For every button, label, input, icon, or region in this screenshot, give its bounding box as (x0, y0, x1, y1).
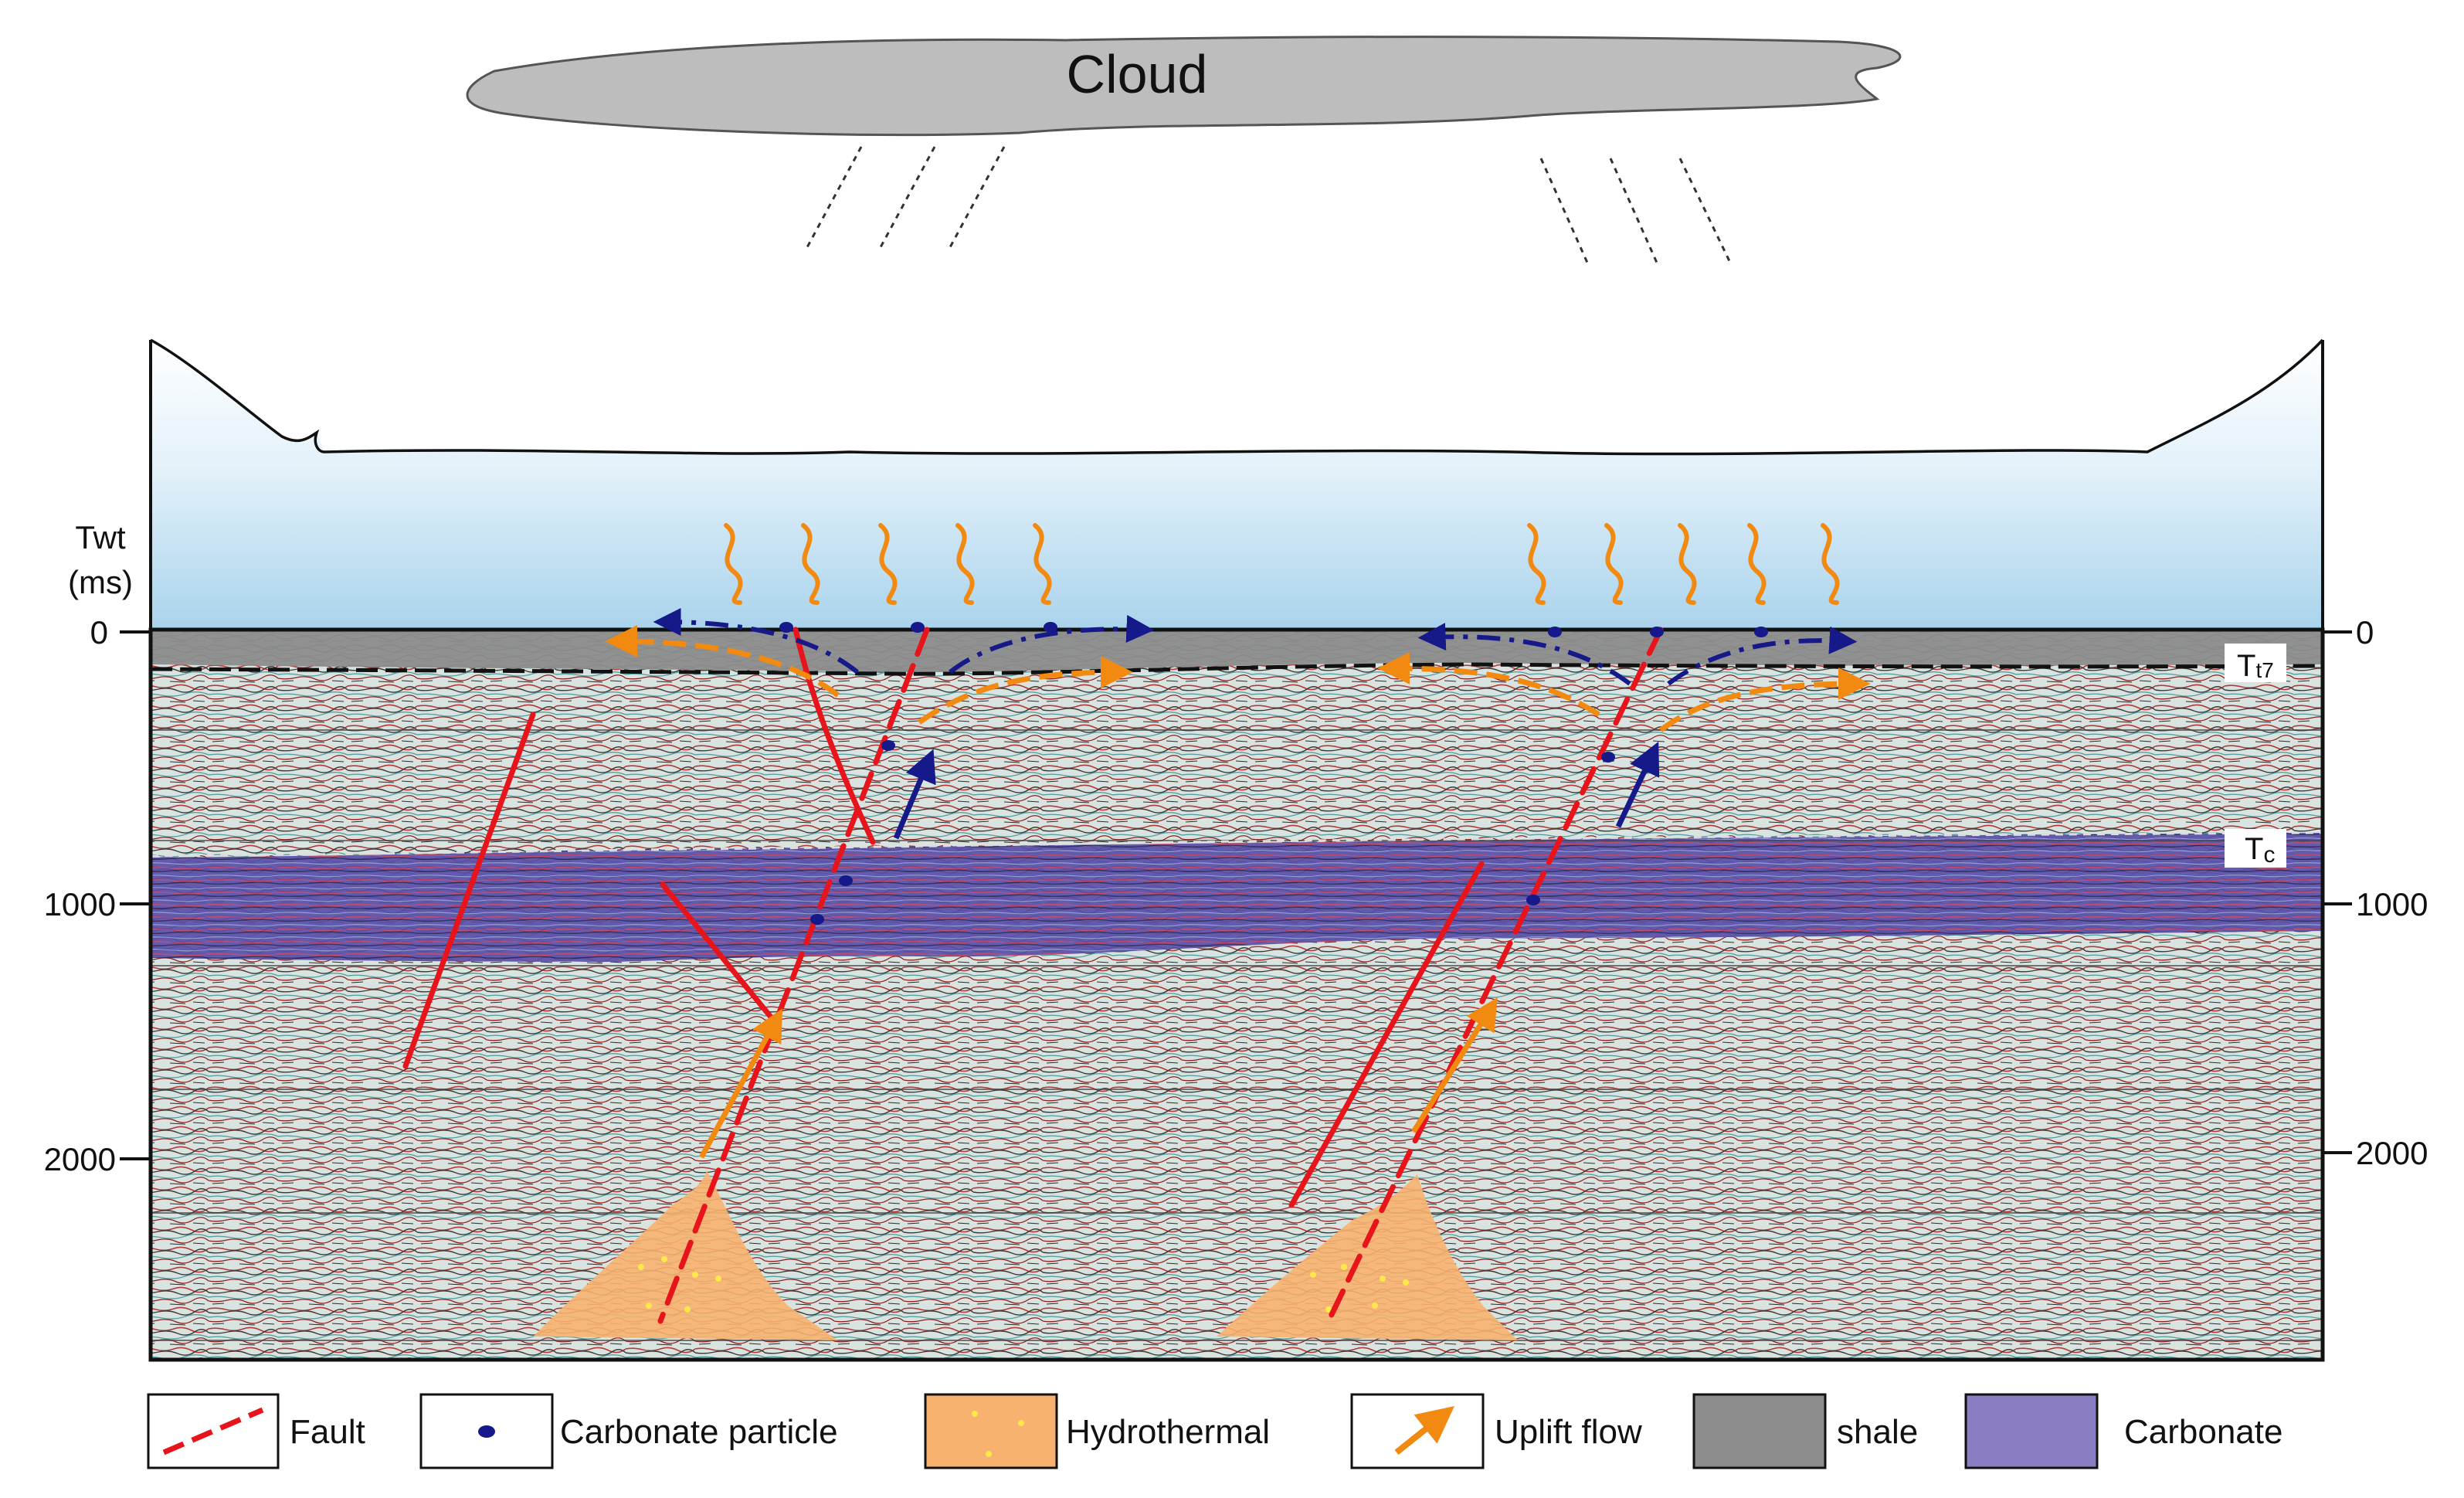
tc-label: Tc (2225, 829, 2286, 868)
heat-squiggles (724, 523, 1840, 605)
hydrothermal-dots (638, 1256, 1409, 1313)
tt7-label-sub: t7 (2255, 658, 2273, 682)
blue-arrow-up-left (893, 749, 936, 840)
tt7-label: Tt7 (2225, 644, 2286, 683)
basin-outline (150, 338, 2324, 456)
hydrothermal-right (1217, 1174, 1518, 1340)
right-tick-0: 0 (2356, 614, 2374, 650)
orange-arrow-right-1 (1377, 652, 1600, 717)
legend-carbonate-particle-label: Carbonate particle (560, 1413, 838, 1451)
fault-left-solid-3 (660, 881, 779, 1027)
left-tick-1000: 1000 (44, 886, 116, 922)
orange-arrow-right-2 (1658, 667, 1871, 732)
seismic-section (151, 630, 2323, 1360)
particle-dispersal-arrows (653, 608, 1858, 686)
orange-arrow-up-left (698, 1008, 783, 1159)
legend-shale: shale (1692, 1393, 1918, 1469)
cloud-label: Cloud (1067, 44, 1208, 104)
tt7-horizon (151, 662, 2323, 676)
svg-text:Tt7: Tt7 (2237, 649, 2274, 683)
svg-text:Tc: Tc (2245, 832, 2275, 868)
legend: Fault Carbonate particle Hydrothermal Up… (147, 1393, 2282, 1469)
orange-arrow-up-right (1411, 997, 1498, 1133)
faults (402, 627, 1664, 1324)
fault-left-solid-1 (402, 712, 536, 1069)
legend-fault: Fault (147, 1393, 365, 1469)
grid-lines (151, 729, 2323, 1341)
water-body (151, 340, 2323, 630)
legend-uplift-flow: Uplift flow (1350, 1393, 1642, 1469)
blue-arrow-right-2 (1667, 626, 1858, 686)
tc-label-main: T (2245, 832, 2263, 866)
time-axis-left: Twt (ms) 0 1000 2000 (44, 519, 151, 1177)
uplift-flow-arrow-symbol (1394, 1406, 1454, 1456)
blue-arrow-right-1 (1417, 623, 1631, 686)
fault-left-solid-2 (792, 627, 876, 845)
left-tick-0: 0 (90, 614, 108, 650)
rain-lines (806, 146, 1732, 263)
blue-arrow-left-1 (653, 608, 859, 674)
orange-arrow-left-2 (917, 656, 1133, 725)
tc-horizon (151, 831, 2323, 858)
legend-carbonate: Carbonate (1964, 1393, 2282, 1469)
tc-label-sub: c (2263, 842, 2275, 868)
uplift-flow-arrows (605, 625, 1871, 732)
seismic-background (151, 630, 2323, 1360)
tt7-label-main: T (2237, 649, 2255, 683)
axis-title-line2: (ms) (68, 564, 133, 600)
uplift-flow-rising-arrows (698, 997, 1498, 1159)
blue-arrow-left-2 (949, 615, 1155, 674)
left-tick-2000: 2000 (44, 1141, 116, 1177)
particle-uplift-arrows (893, 741, 1660, 840)
legend-shale-label: shale (1837, 1413, 1918, 1451)
legend-hydrothermal: Hydrothermal (924, 1393, 1270, 1469)
legend-carbonate-particle: Carbonate particle (419, 1393, 838, 1469)
particle-symbol (478, 1425, 495, 1438)
fault-right-dashed (1325, 627, 1664, 1324)
fault-right-solid (1288, 861, 1485, 1208)
carbonate-particles (779, 622, 1768, 925)
axis-title-line1: Twt (75, 519, 126, 555)
section-frame (148, 627, 2325, 1362)
cloud-shape (466, 36, 1902, 136)
right-tick-1000: 1000 (2356, 886, 2428, 922)
blue-arrow-up-right (1615, 741, 1660, 828)
legend-hydrothermal-label: Hydrothermal (1066, 1413, 1270, 1451)
time-axis-right: 0 1000 2000 (2323, 614, 2428, 1171)
legend-uplift-flow-label: Uplift flow (1495, 1413, 1642, 1451)
carbonate-layer (151, 833, 2323, 962)
legend-fault-label: Fault (290, 1413, 365, 1451)
right-tick-2000: 2000 (2356, 1135, 2428, 1171)
shale-layer (151, 630, 2323, 673)
cloud: Cloud (466, 36, 1902, 263)
orange-arrow-left-1 (605, 625, 840, 698)
basin (150, 338, 2324, 630)
legend-carbonate-label: Carbonate (2124, 1413, 2282, 1451)
